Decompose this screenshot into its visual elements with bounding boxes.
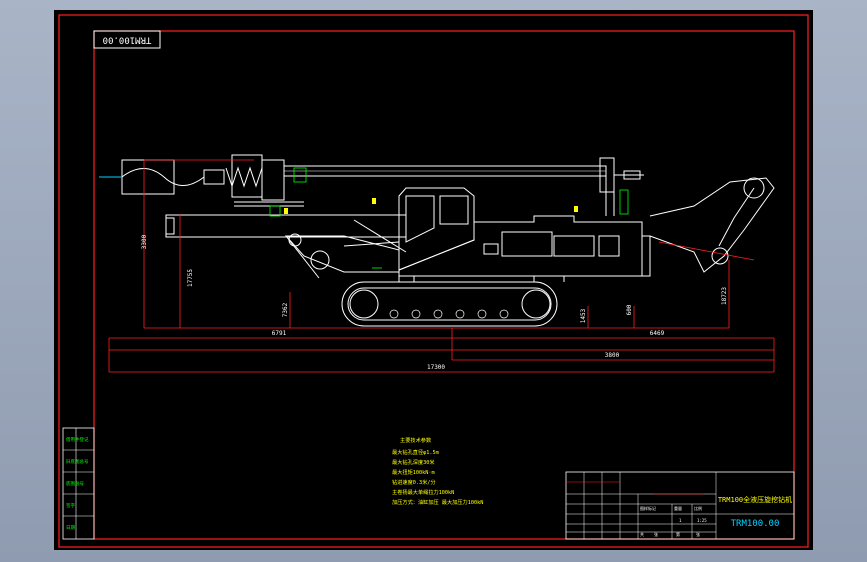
- tb-cell-5: 1:25: [697, 518, 707, 523]
- dim-span-left: 6791: [272, 330, 287, 337]
- side-row-4: 签字: [66, 502, 75, 509]
- notes-line-1: 最大钻孔直径φ1.5m: [392, 448, 439, 456]
- notes-line-6: 加压方式：油缸加压 最大加压力100kN: [392, 498, 483, 506]
- dim-total: 17300: [427, 364, 445, 371]
- dim-ground-b: 1453: [580, 308, 587, 323]
- notes-line-4: 钻进速度0.3米/分: [392, 478, 436, 486]
- dim-height-left: 3300: [141, 234, 148, 249]
- side-row-5: 日期: [66, 525, 75, 531]
- side-row-1: 借用件登记: [66, 436, 89, 443]
- notes-line-3: 最大扭矩100kN·m: [392, 468, 435, 476]
- tb-cell-1: 图样标记: [640, 505, 656, 511]
- rotated-code-box: TRM100.00: [93, 30, 161, 49]
- outer-frame: [58, 14, 809, 548]
- rear-arm: [649, 177, 775, 273]
- rig-outline: [99, 154, 775, 327]
- drawing-code: TRM100.00: [731, 519, 780, 529]
- green-markers: [269, 167, 629, 269]
- drawing-canvas: TRM100.00: [58, 14, 809, 548]
- upper-body: [398, 215, 643, 277]
- notes-line-5: 主卷扬最大单绳拉力100kN: [392, 488, 454, 496]
- drill-bucket: [121, 159, 175, 195]
- dim-height-mid: 17755: [187, 269, 194, 287]
- dim-right-height: 18723: [721, 287, 728, 305]
- boom: [165, 214, 407, 238]
- inner-frame: [93, 30, 795, 540]
- dim-ground-c: 600: [626, 304, 633, 315]
- dimension-labels: 3300 17755 7362 1453 600 18723 6791 6469…: [141, 234, 728, 371]
- tb-cell-2: 重量: [674, 505, 682, 511]
- tb-cell-7: 张: [654, 531, 658, 537]
- rotated-drawing-code: TRM100.00: [103, 35, 152, 45]
- cab: [398, 187, 475, 271]
- dim-ground-a: 7362: [282, 302, 289, 317]
- crawler-track: [341, 281, 558, 327]
- tb-cell-6: 共: [640, 531, 644, 537]
- title-block: 图样标记 重量 比例 1 1:25 共 张 第 张 TRM100全液压旋挖钻机 …: [565, 471, 795, 540]
- side-registration-block: 借用件登记 旧底图总号 底图总号 签字 日期: [62, 427, 95, 540]
- dim-span-mid: 3800: [605, 352, 620, 359]
- yellow-markers: [284, 198, 578, 214]
- tb-cell-8: 第: [676, 531, 680, 537]
- side-row-2: 旧底图总号: [66, 458, 89, 465]
- red-dimension-lines: [108, 159, 775, 373]
- tb-cell-3: 比例: [694, 505, 702, 511]
- tb-cell-9: 张: [696, 531, 700, 537]
- drawing-name: TRM100全液压旋挖钻机: [718, 495, 792, 504]
- technical-notes: 主要技术参数 最大钻孔直径φ1.5m 最大钻孔深度30米 最大扭矩100kN·m…: [392, 436, 483, 506]
- mast-head: [599, 157, 615, 193]
- dim-span-right: 6469: [650, 330, 665, 337]
- notes-line-2: 最大钻孔深度30米: [392, 458, 435, 466]
- notes-title: 主要技术参数: [400, 436, 432, 444]
- cad-viewport: TRM100.00: [54, 10, 813, 550]
- side-row-3: 底图总号: [66, 480, 84, 487]
- tb-cell-4: 1: [679, 518, 682, 523]
